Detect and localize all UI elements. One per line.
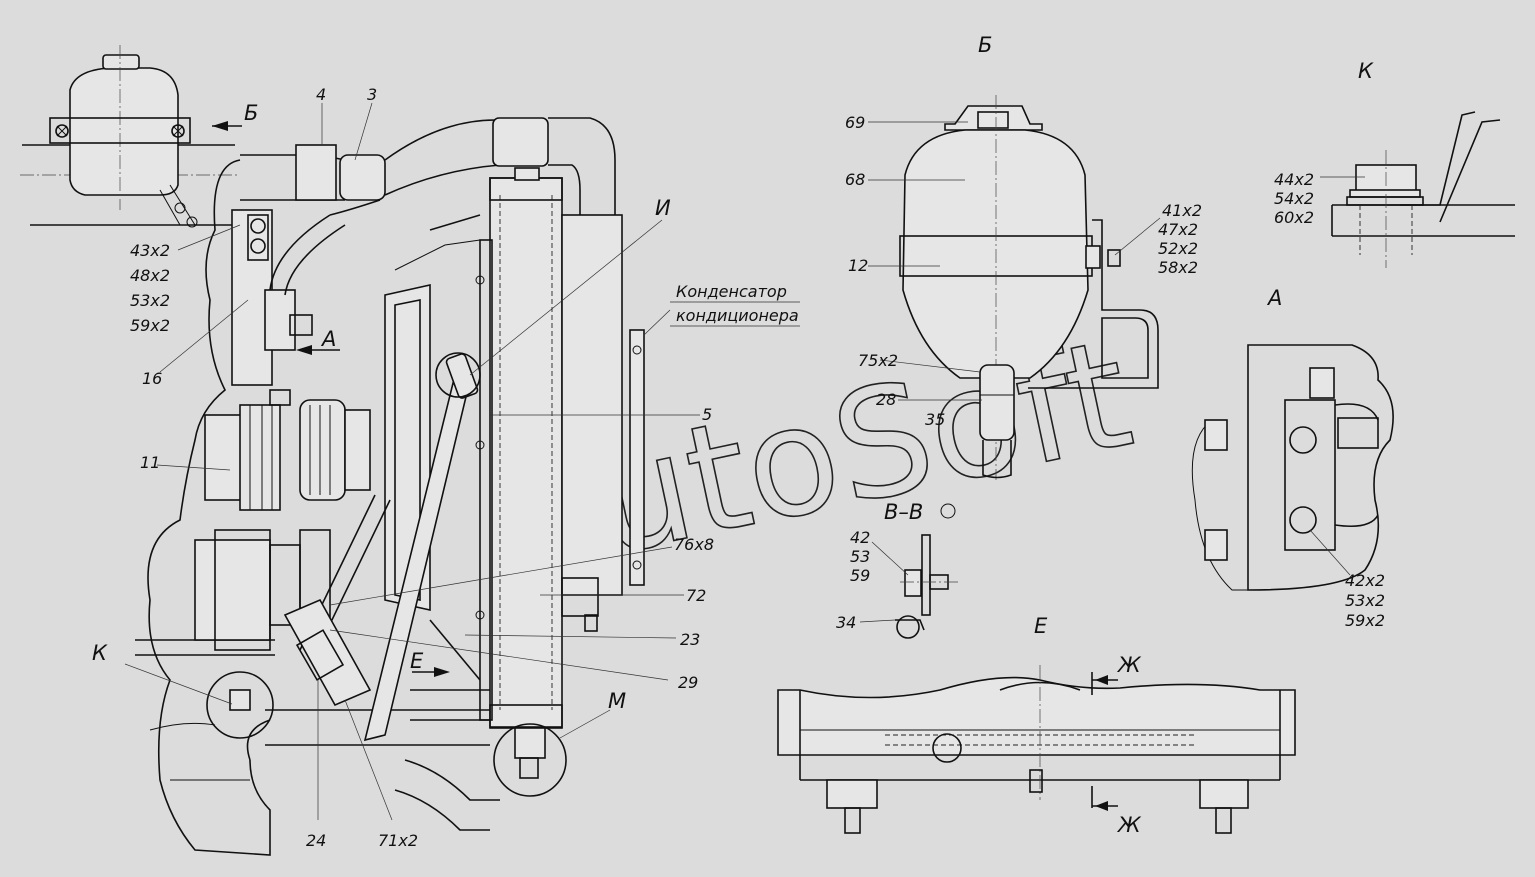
label-41x2: 41x2 bbox=[1162, 201, 1202, 220]
view-label-zh-bottom: Ж bbox=[1116, 813, 1142, 837]
view-a-detail: А 42x2 53x2 59x2 bbox=[1191, 286, 1394, 630]
label-29: 29 bbox=[678, 673, 698, 692]
main-leaders bbox=[124, 102, 700, 821]
label-48x2: 48x2 bbox=[130, 266, 170, 285]
view-b-tank: Б 69 68 12 41x2 47x2 52x2 58x2 75x2 28 3… bbox=[845, 33, 1202, 480]
label-23: 23 bbox=[680, 630, 700, 649]
label-60x2: 60x2 bbox=[1274, 208, 1314, 227]
view-label-zh-top: Ж bbox=[1116, 653, 1142, 677]
label-59-vv: 59 bbox=[850, 566, 870, 585]
label-42x2-a: 42x2 bbox=[1345, 571, 1385, 590]
label-43x2: 43x2 bbox=[130, 241, 170, 260]
label-condenser-line1: Конденсатор bbox=[676, 282, 787, 301]
label-75x2: 75x2 bbox=[858, 351, 898, 370]
main-radiator-assembly: А Е bbox=[135, 117, 671, 856]
label-3: 3 bbox=[367, 85, 377, 104]
view-label-vv: В–В bbox=[884, 500, 923, 524]
label-59x2: 59x2 bbox=[130, 316, 170, 335]
view-arrow-a: А bbox=[320, 327, 336, 351]
view-label-m: М bbox=[608, 689, 626, 713]
label-12: 12 bbox=[848, 256, 868, 275]
view-arrow-e: Е bbox=[410, 649, 424, 673]
label-58x2: 58x2 bbox=[1158, 258, 1198, 277]
label-condenser-line2: кондиционера bbox=[676, 306, 799, 325]
label-28: 28 bbox=[876, 390, 896, 409]
main-labels: 4 3 43x2 48x2 53x2 59x2 16 11 5 76x8 72 … bbox=[92, 85, 800, 850]
label-76x8: 76x8 bbox=[674, 535, 714, 554]
label-11: 11 bbox=[140, 453, 160, 472]
label-47x2: 47x2 bbox=[1158, 220, 1198, 239]
label-59x2-a: 59x2 bbox=[1345, 611, 1385, 630]
label-34: 34 bbox=[836, 613, 856, 632]
view-label-i: И bbox=[655, 196, 671, 220]
label-52x2: 52x2 bbox=[1158, 239, 1198, 258]
label-53x2: 53x2 bbox=[130, 291, 170, 310]
view-arrow-b: Б bbox=[244, 101, 258, 125]
label-5: 5 bbox=[702, 405, 712, 424]
view-label-k: К bbox=[1358, 59, 1374, 83]
view-vv-section: В–В 42 53 59 34 bbox=[836, 500, 960, 639]
label-72: 72 bbox=[686, 586, 706, 605]
label-53x2-a: 53x2 bbox=[1345, 591, 1385, 610]
label-24: 24 bbox=[306, 831, 326, 850]
label-4: 4 bbox=[316, 85, 326, 104]
view-label-e: Е bbox=[1034, 614, 1048, 638]
label-68: 68 bbox=[845, 170, 865, 189]
view-e-section: Е Ж Ж bbox=[777, 614, 1296, 837]
label-44x2: 44x2 bbox=[1274, 170, 1314, 189]
label-53-vv: 53 bbox=[850, 547, 870, 566]
label-71x2: 71x2 bbox=[378, 831, 418, 850]
view-label-k-main: К bbox=[92, 641, 108, 665]
label-42: 42 bbox=[850, 528, 870, 547]
label-16: 16 bbox=[142, 369, 162, 388]
label-54x2: 54x2 bbox=[1274, 189, 1314, 208]
label-69: 69 bbox=[845, 113, 865, 132]
top-left-tank-assembly: Б bbox=[20, 45, 258, 228]
view-label-a: А bbox=[1266, 286, 1282, 310]
view-k-detail: К 44x2 54x2 60x2 bbox=[1274, 59, 1515, 268]
label-35: 35 bbox=[925, 410, 945, 429]
view-label-b: Б bbox=[978, 33, 992, 57]
